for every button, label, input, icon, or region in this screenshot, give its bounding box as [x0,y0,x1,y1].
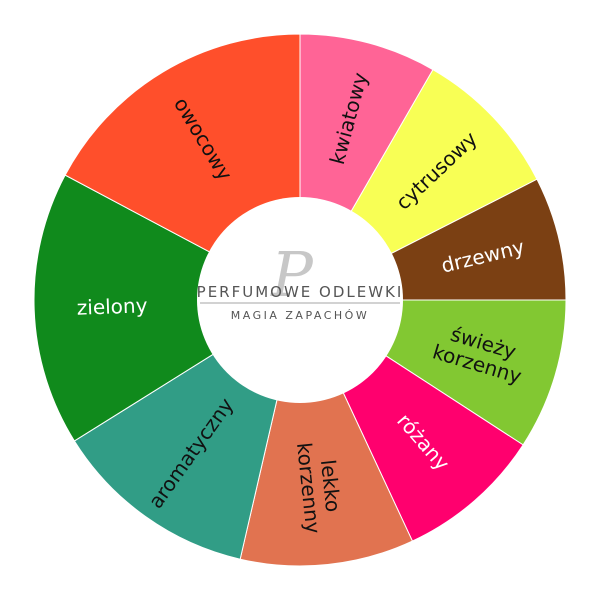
label-zielony: zielony [76,293,148,319]
brand-logo: P PERFUMOWE ODLEWKI MAGIA ZAPACHÓW [197,238,404,322]
segment-lekko-korzenny [239,298,414,567]
logo-monogram: P [270,238,314,311]
center-circle [197,197,403,403]
logo-brand-text: PERFUMOWE ODLEWKI [197,283,404,301]
logo-tagline: MAGIA ZAPACHÓW [231,309,369,322]
segment-zielony [33,174,301,442]
